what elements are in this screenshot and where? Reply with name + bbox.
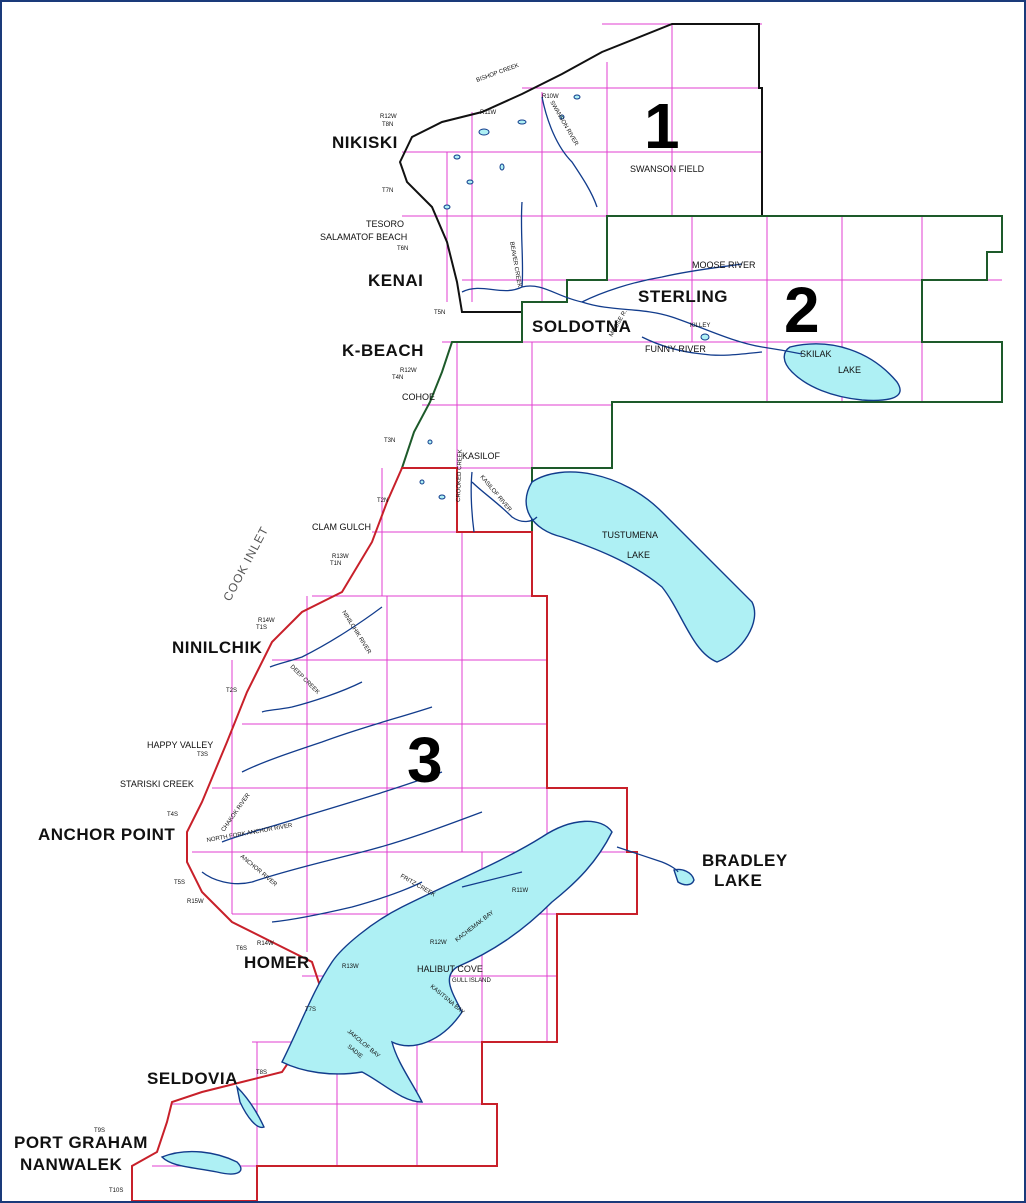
label-port-graham: PORT GRAHAM: [14, 1133, 148, 1152]
label-kenai: KENAI: [368, 271, 423, 290]
grid-t6s: T6S: [236, 946, 247, 952]
label-sterling: STERLING: [638, 287, 728, 306]
label-skilak: SKILAK: [800, 349, 832, 359]
label-bradley-lake: LAKE: [714, 871, 762, 890]
label-beaver-creek: BEAVER CREEK: [508, 241, 522, 288]
label-cook-inlet: COOK INLET: [220, 524, 271, 604]
ponds: [419, 94, 710, 500]
grid-t9s: T9S: [94, 1128, 105, 1134]
bradley-lake: [673, 868, 695, 886]
label-moose-river: MOOSE RIVER: [692, 260, 756, 270]
label-bishop-creek: BISHOP CREEK: [476, 63, 520, 84]
grid-r12w-c: R12W: [430, 940, 447, 946]
grid-t4s: T4S: [167, 812, 178, 818]
label-stariski-creek: STARISKI CREEK: [120, 779, 194, 789]
label-tustumena: TUSTUMENA: [602, 530, 658, 540]
label-fritz-creek: FRITZ CREEK: [399, 874, 436, 899]
label-deep-creek: DEEP CREEK: [289, 664, 321, 696]
grid-r11w-a: R11W: [480, 110, 497, 116]
grid-t1s: T1S: [256, 625, 267, 631]
label-homer: HOMER: [244, 953, 310, 972]
label-anchor-point: ANCHOR POINT: [38, 825, 175, 844]
label-tustumena-lake: LAKE: [627, 550, 650, 560]
grid-t3s: T3S: [197, 752, 208, 758]
label-skilak-lake: LAKE: [838, 365, 861, 375]
grid-t7s: T7S: [305, 1007, 316, 1013]
district-1-label: 1: [644, 90, 680, 162]
label-kasilof: KASILOF: [462, 451, 501, 461]
skilak-lake: [783, 343, 901, 402]
district-3-label: 3: [407, 724, 443, 796]
grid-t5n: T5N: [434, 310, 445, 316]
grid-r14w-a: R14W: [258, 618, 275, 624]
tustumena-lake: [525, 471, 756, 663]
seldovia-bay: [235, 1084, 265, 1129]
label-clam-gulch: CLAM GULCH: [312, 522, 371, 532]
district-3-boundary: [131, 467, 638, 1201]
township-grid: [152, 23, 1002, 1167]
label-gull-island: GULL ISLAND: [452, 978, 491, 984]
grid-t8s: T8S: [256, 1070, 267, 1076]
grid-t8n: T8N: [382, 122, 393, 128]
label-north-fork: NORTH FORK ANCHOR RIVER: [206, 823, 293, 844]
label-kasilof-river: KASILOF RIVER: [478, 474, 512, 513]
district-2-label: 2: [784, 274, 820, 346]
grid-t6n: T6N: [397, 246, 408, 252]
grid-t7n: T7N: [382, 188, 393, 194]
grid-r10w: R10W: [542, 94, 559, 100]
label-bradley: BRADLEY: [702, 851, 788, 870]
rivers: [201, 96, 803, 923]
grid-r11w-b: R11W: [512, 888, 529, 894]
port-graham-bay: [160, 1150, 242, 1175]
grid-r13w-a: R13W: [332, 554, 349, 560]
label-nikiski: NIKISKI: [332, 133, 398, 152]
label-nanwalek: NANWALEK: [20, 1155, 122, 1174]
label-chakok-river: CHAKOK RIVER: [221, 792, 252, 833]
district-1-boundary: [398, 23, 763, 313]
label-k-beach: K-BEACH: [342, 341, 424, 360]
label-halibut-cove: HALIBUT COVE: [417, 964, 483, 974]
label-ninilchik: NINILCHIK: [172, 638, 263, 657]
label-seldovia: SELDOVIA: [147, 1069, 238, 1088]
label-cohoe: COHOE: [402, 392, 435, 402]
label-tesoro: TESORO: [366, 219, 404, 229]
grid-r14w-b: R14W: [257, 941, 274, 947]
label-happy-valley: HAPPY VALLEY: [147, 740, 213, 750]
grid-t3n: T3N: [384, 438, 395, 444]
label-swanson-river: SWANSON RIVER: [548, 100, 579, 148]
label-salamatof-beach: SALAMATOF BEACH: [320, 232, 407, 242]
label-soldotna: SOLDOTNA: [532, 317, 631, 336]
grid-t2n: T2N: [377, 498, 388, 504]
grid-r13w-b: R13W: [342, 964, 359, 970]
grid-t10s: T10S: [109, 1188, 123, 1194]
grid-t5s: T5S: [174, 880, 185, 886]
kachemak-bay: [281, 820, 613, 1103]
grid-t2s: T2S: [226, 688, 237, 694]
label-killey: KILLEY: [690, 323, 710, 329]
grid-r15w: R15W: [187, 899, 204, 905]
grid-t4n: T4N: [392, 375, 403, 381]
grid-r12w-b: R12W: [400, 368, 417, 374]
label-crooked-creek: CROOKED CREEK: [456, 449, 464, 502]
grid-t1n: T1N: [330, 561, 341, 567]
grid-r12w-a: R12W: [380, 114, 397, 120]
label-funny-river: FUNNY RIVER: [645, 344, 706, 354]
label-swanson-field: SWANSON FIELD: [630, 164, 705, 174]
